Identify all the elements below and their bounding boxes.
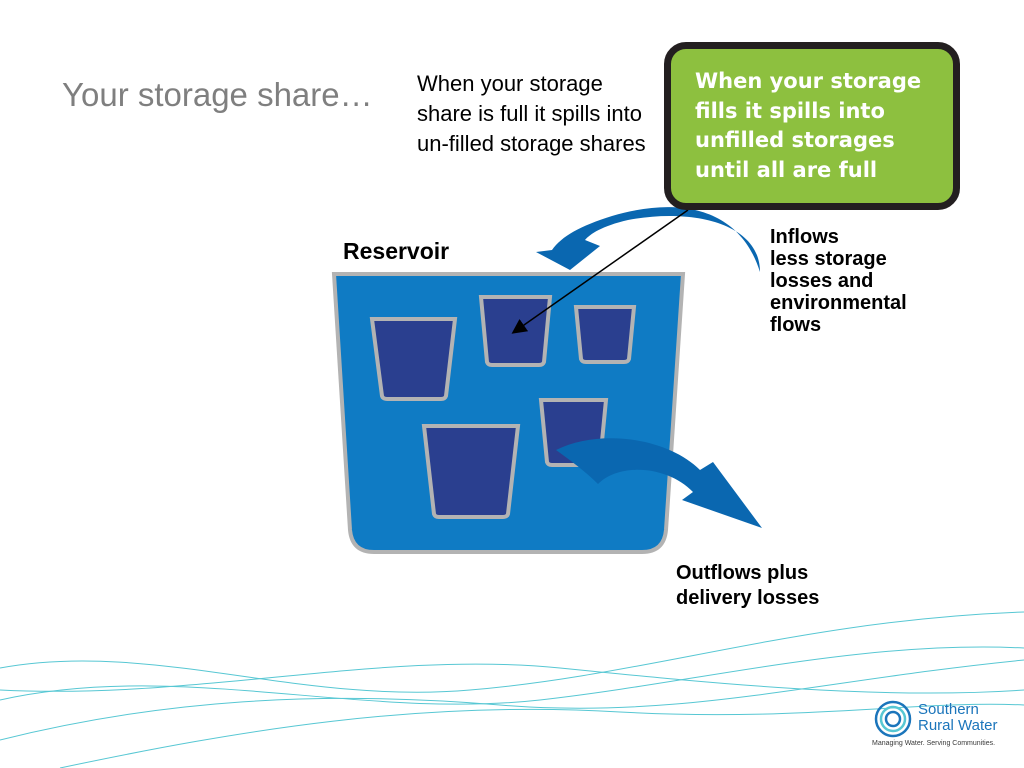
slide-title: Your storage share… [62,76,373,113]
logo: Southern Rural Water Managing Water. Ser… [872,696,1012,752]
pointer-arrow [511,209,689,334]
storage-share-cup [369,317,458,401]
logo-tagline: Managing Water. Serving Communities. [872,740,996,747]
storage-shares [369,295,637,519]
outflows-label: Outflows plus delivery losses [676,562,820,609]
outflow-arrow [556,438,762,528]
callout-box: When your storage fills it spills into u… [664,42,960,210]
inflow-arrow [536,207,760,272]
logo-swirl-icon [874,700,912,738]
inflows-label: Inflows less storage losses and environm… [770,226,907,336]
wave-lines [0,611,1024,768]
storage-share-cup [573,305,637,364]
logo-name: Southern Rural Water [918,701,998,734]
storage-share-cup [421,424,521,519]
reservoir-label: Reservoir [343,238,450,264]
explanation-text: When your storage share is full it spill… [417,71,646,156]
